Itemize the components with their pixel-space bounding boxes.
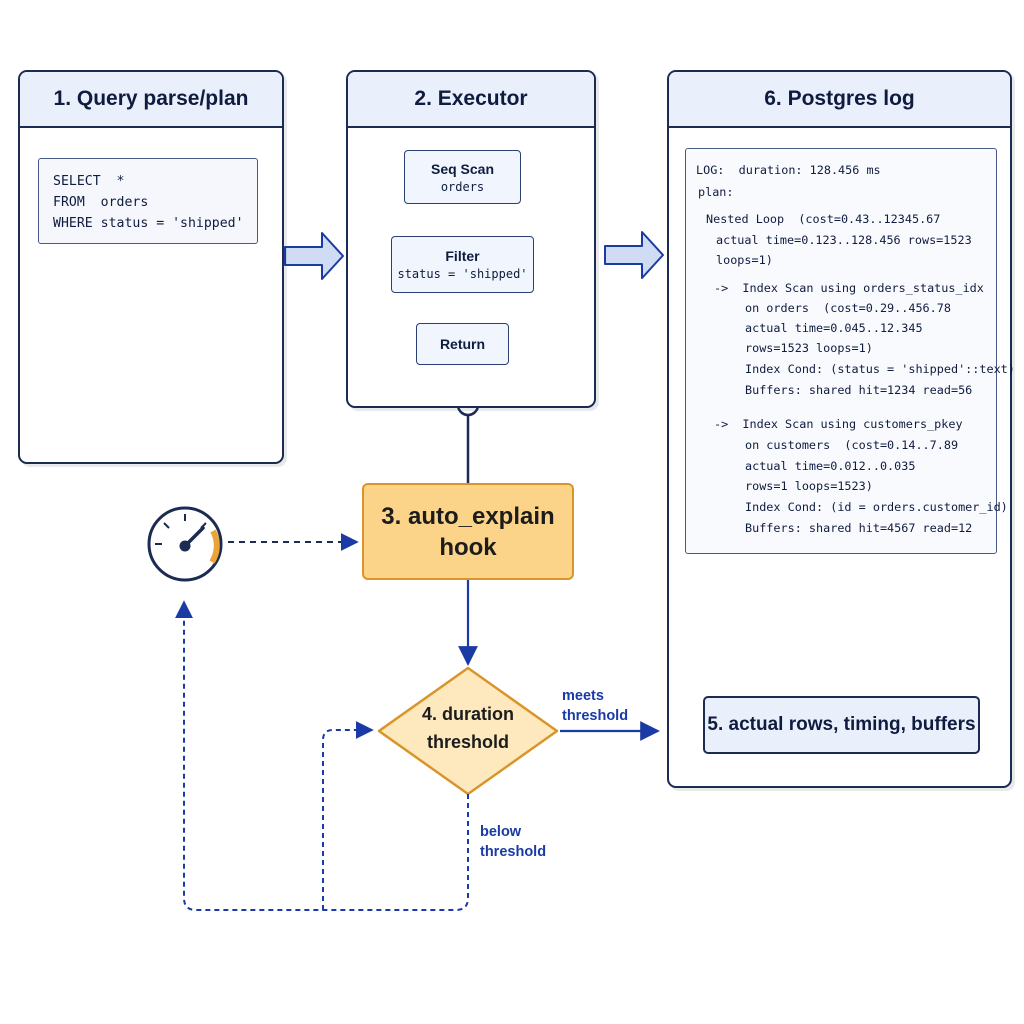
executor-title: 2. Executor (348, 72, 594, 128)
hook-label-line1: 3. auto_explain (381, 502, 555, 530)
filter-sub: status = 'shipped' (397, 267, 528, 281)
log-line: on customers (cost=0.14..7.89 (745, 438, 959, 452)
decision-label-line2: threshold (426, 732, 509, 752)
seq-scan-sub: orders (440, 179, 485, 194)
log-line: rows=1 loops=1523) (745, 479, 873, 493)
log-line: rows=1523 loops=1) (745, 341, 873, 355)
return-title: Return (439, 336, 486, 352)
filter-title: Filter (445, 248, 480, 264)
log-line: Nested Loop (cost=0.43..12345.67 (706, 212, 941, 226)
meets-threshold-label: meets threshold (562, 686, 628, 726)
hook-label: 3. auto_explain hook (381, 501, 554, 563)
return-node: Return (416, 323, 509, 365)
filter-node: Filter status = 'shipped' (391, 236, 534, 293)
log-line: actual time=0.012..0.035 (745, 459, 916, 473)
meets-label-line2: threshold (562, 708, 629, 724)
sql-line: SELECT * (53, 174, 125, 189)
sql-line: WHERE status = 'shipped' (53, 216, 244, 231)
below-label-line2: threshold (480, 844, 547, 860)
postgres-log-title: 6. Postgres log (669, 72, 1010, 128)
postgres-log-panel: 6. Postgres log LOG: duration: 128.456 m… (667, 70, 1015, 788)
auto-explain-hook: 3. auto_explain hook (362, 483, 574, 580)
below-threshold-retry-arrow (322, 721, 374, 910)
seq-scan-title: Seq Scan (430, 160, 495, 177)
log-line: Index Cond: (id = orders.customer_id) (745, 500, 1008, 514)
actual-rows-timing-buffers: 5. actual rows, timing, buffers (703, 696, 980, 754)
below-threshold-label: below threshold (480, 822, 546, 862)
log-line: LOG: duration: 128.456 ms (696, 163, 881, 177)
sql-line: FROM orders (53, 195, 149, 210)
decision-label: 4. duration threshold (390, 700, 546, 766)
executor-to-log-arrow (604, 231, 664, 279)
query-parse-title: 1. Query parse/plan (20, 72, 282, 128)
log-line: actual time=0.123..128.456 rows=1523 (716, 233, 972, 247)
log-line: Buffers: shared hit=1234 read=56 (745, 383, 973, 397)
below-label-line1: below (480, 824, 522, 840)
log-line: -> Index Scan using customers_pkey (714, 417, 963, 431)
log-line: Index Cond: (status = 'shipped'::text) (745, 362, 1015, 376)
log-line: plan: (698, 185, 734, 199)
log-line: actual time=0.045..12.345 (745, 321, 923, 335)
log-output-box: LOG: duration: 128.456 ms plan: Nested L… (685, 148, 1015, 554)
seq-scan-node: Seq Scan orders (404, 150, 521, 204)
log-line: -> Index Scan using orders_status_idx (714, 281, 984, 295)
gauge-icon (147, 506, 223, 582)
log-line: Buffers: shared hit=4567 read=12 (745, 521, 973, 535)
hook-label-line2: hook (439, 533, 497, 561)
parse-to-executor-arrow (284, 232, 344, 280)
decision-label-line1: 4. duration (421, 704, 514, 724)
log-line: loops=1) (716, 253, 773, 267)
meets-label-line1: meets (562, 688, 604, 704)
log-line: on orders (cost=0.29..456.78 (745, 301, 951, 315)
